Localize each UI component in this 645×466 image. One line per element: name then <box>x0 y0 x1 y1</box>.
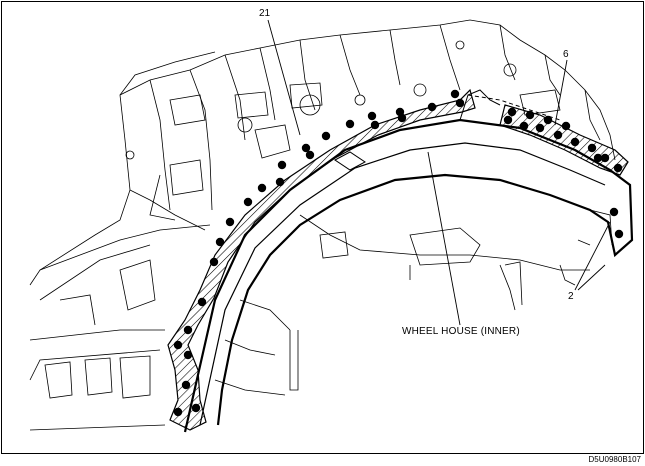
figure-frame <box>1 1 644 454</box>
weld-spot <box>593 153 603 163</box>
weld-spot <box>535 123 545 133</box>
weld-spot <box>450 89 460 99</box>
weld-spot <box>609 207 619 217</box>
weld-spot <box>519 121 529 131</box>
weld-spot <box>321 131 331 141</box>
weld-spot <box>257 183 267 193</box>
weld-spot <box>345 119 355 129</box>
weld-spot <box>503 115 513 125</box>
weld-spot <box>209 257 219 267</box>
weld-spot <box>173 340 183 350</box>
weld-spot <box>367 111 377 121</box>
weld-spot <box>181 380 191 390</box>
leader-2b <box>577 264 606 291</box>
weld-spot <box>183 350 193 360</box>
leader-2a <box>574 221 611 291</box>
weld-flange-hatching <box>167 88 629 431</box>
leader-21 <box>267 19 301 136</box>
callout-21: 21 <box>259 8 271 19</box>
weld-spot <box>570 137 580 147</box>
weld-spot <box>243 197 253 207</box>
leader-lines <box>267 19 611 326</box>
weld-spot <box>277 160 287 170</box>
weld-spot <box>397 113 407 123</box>
weld-spot <box>225 217 235 227</box>
weld-spot <box>301 143 311 153</box>
weld-spot <box>587 143 597 153</box>
weld-spot <box>614 229 624 239</box>
weld-spot <box>561 121 571 131</box>
weld-spot <box>613 163 623 173</box>
weld-spot <box>183 325 193 335</box>
wheel-house-label: WHEEL HOUSE (INNER) <box>402 326 520 337</box>
weld-spot <box>370 120 380 130</box>
weld-spot <box>525 110 535 120</box>
leader-wheel-house <box>427 151 461 326</box>
weld-spot <box>275 177 285 187</box>
weld-spot <box>455 98 465 108</box>
weld-spot <box>191 403 201 413</box>
weld-spot <box>543 115 553 125</box>
weld-spot <box>553 130 563 140</box>
weld-spot-group <box>173 89 624 417</box>
weld-spot <box>173 407 183 417</box>
weld-spot <box>507 107 517 117</box>
callout-6: 6 <box>563 49 569 60</box>
weld-spot <box>215 237 225 247</box>
weld-spot <box>427 102 437 112</box>
body-structure-lines <box>29 19 616 431</box>
callout-2: 2 <box>568 291 574 302</box>
weld-spot <box>600 153 610 163</box>
weld-spot <box>197 297 207 307</box>
figure-code: D5U0980B107 <box>588 455 641 464</box>
leader-6 <box>554 59 568 126</box>
weld-spot <box>305 150 315 160</box>
